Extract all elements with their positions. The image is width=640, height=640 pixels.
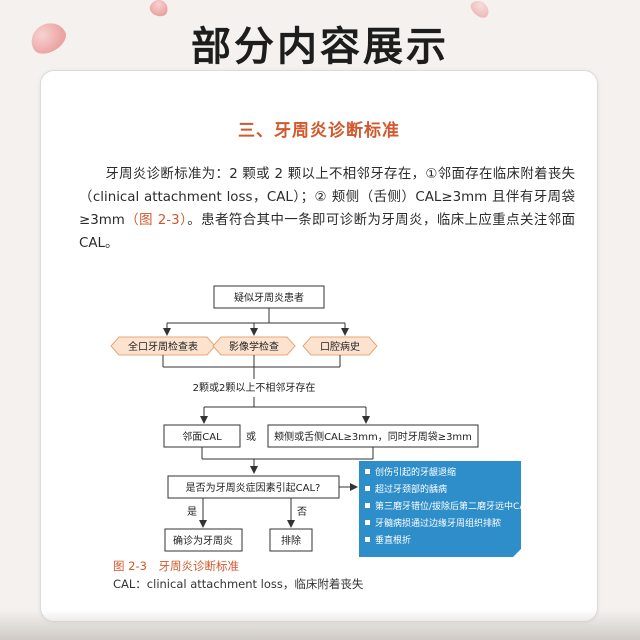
- exclusion-item: 第三磨牙错位/拔除后第二磨牙远中CAL: [375, 500, 531, 512]
- exam-text-3: 口腔病史: [320, 340, 360, 353]
- exam-box-history: [302, 336, 378, 356]
- exclusion-box: [359, 461, 521, 557]
- exam-text-2: 影像学检查: [229, 340, 279, 353]
- diagnosis-flowchart: 疑似牙周炎患者 全口牙周检查表 影像学检查 口腔病史 2颗或2颗以上不相邻牙存在…: [110, 285, 531, 557]
- no-label: 否: [297, 506, 307, 518]
- banner-title: 部分内容展示: [191, 24, 449, 70]
- condition-left-text: 邻面CAL: [182, 430, 222, 443]
- paragraph-text-b: 。患者符合其中一条即可诊断为牙周炎，临床上应重点关注邻面 CAL。: [79, 213, 576, 251]
- result-box-confirmed: [164, 528, 243, 552]
- condition-right-text: 颊侧或舌侧CAL≥3mm，同时牙周袋≥3mm: [274, 430, 472, 443]
- start-text: 疑似牙周炎患者: [234, 292, 304, 304]
- section-title: 三、牙周炎诊断标准: [238, 121, 400, 141]
- bottom-decoration: [0, 610, 640, 640]
- exclusion-item: 超过牙颈部的龋病: [375, 483, 447, 495]
- criterion-text: 2颗或2颗以上不相邻牙存在: [193, 381, 316, 394]
- figure-note: CAL：clinical attachment loss，临床附着丧失: [113, 577, 364, 591]
- or-label: 或: [246, 431, 256, 443]
- paragraph-text-a: 牙周炎诊断标准为：2 颗或 2 颗以上不相邻牙存在，①邻面存在临床附着丧失（cl…: [79, 167, 575, 228]
- exclusion-list: 创伤引起的牙龈退缩 超过牙颈部的龋病 第三磨牙错位/拔除后第二磨牙远中CAL 牙…: [365, 466, 531, 546]
- yes-label: 是: [187, 506, 197, 518]
- book-page: 三、牙周炎诊断标准 牙周炎诊断标准为：2 颗或 2 颗以上不相邻牙存在，①邻面存…: [40, 70, 598, 622]
- figure-caption: 图 2-3 牙周炎诊断标准: [113, 559, 239, 573]
- figure-reference: （图 2-3）: [124, 213, 188, 228]
- exclusion-item: 垂直根折: [375, 534, 411, 546]
- question-text: 是否为牙周炎症因素引起CAL?: [186, 481, 321, 494]
- exclusion-item: 创伤引起的牙龈退缩: [375, 466, 456, 478]
- result-box-excluded: [269, 528, 313, 552]
- exam-text-1: 全口牙周检查表: [128, 340, 198, 353]
- body-paragraph: 牙周炎诊断标准为：2 颗或 2 颗以上不相邻牙存在，①邻面存在临床附着丧失（cl…: [79, 163, 575, 255]
- result-yes-text: 确诊为牙周炎: [173, 534, 233, 547]
- result-no-text: 排除: [281, 534, 301, 547]
- exclusion-item: 牙髓病损通过边缘牙周组织排脓: [375, 517, 501, 529]
- exam-box-imaging: [212, 336, 296, 356]
